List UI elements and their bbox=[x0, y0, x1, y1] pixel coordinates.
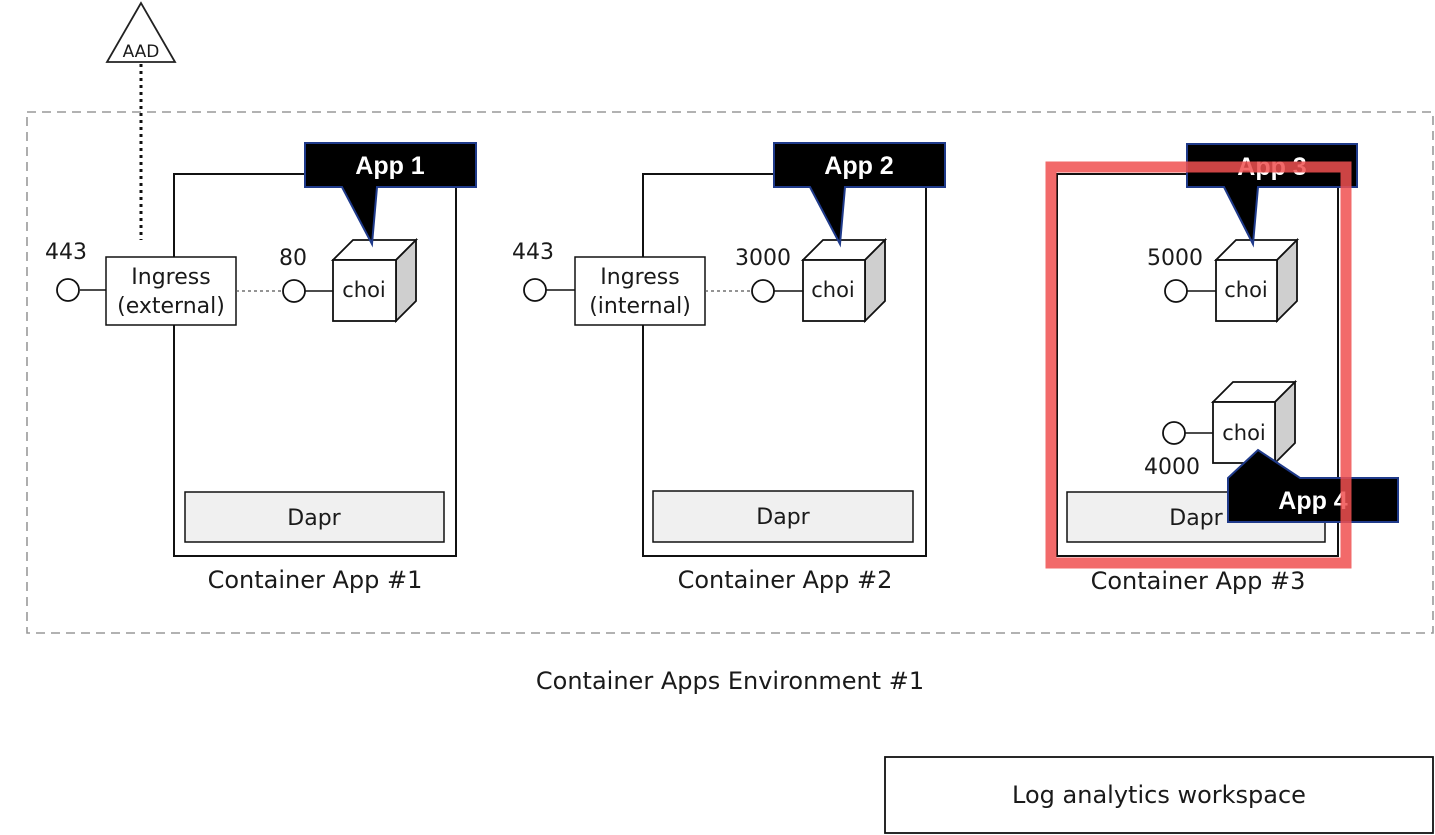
ingress-1-port-label: 443 bbox=[45, 240, 87, 265]
app-3-port-label: 5000 bbox=[1147, 246, 1203, 271]
dapr-label-2: Dapr bbox=[756, 505, 810, 530]
app-4-port-label: 4000 bbox=[1144, 455, 1200, 480]
ingress-2-box bbox=[574, 256, 706, 326]
callout-app-4-label: App 4 bbox=[1278, 487, 1348, 515]
callout-app-4 bbox=[1227, 448, 1399, 523]
log-analytics-box bbox=[884, 756, 1434, 834]
highlight-frame bbox=[1045, 161, 1352, 569]
dapr-box-2 bbox=[652, 490, 914, 543]
app-2-port-label: 3000 bbox=[735, 246, 791, 271]
cube-2-label: choi bbox=[811, 278, 855, 302]
ingress-1-line1: Ingress bbox=[131, 265, 210, 290]
callout-app-1 bbox=[304, 142, 477, 248]
cube-1-front bbox=[332, 259, 397, 322]
dapr-label-1: Dapr bbox=[287, 506, 341, 531]
environment-label: Container Apps Environment #1 bbox=[536, 667, 924, 695]
dapr-box-1 bbox=[184, 491, 445, 543]
container-app-3-label: Container App #3 bbox=[1091, 567, 1306, 595]
container-app-2: Dapr Container App #2 443 Ingress (inter… bbox=[512, 142, 946, 594]
callout-app-2 bbox=[773, 142, 946, 248]
cube-4-front bbox=[1212, 401, 1276, 464]
ingress-1-line2: (external) bbox=[117, 294, 225, 319]
app-1-port-label: 80 bbox=[279, 246, 307, 271]
environment-boundary bbox=[26, 111, 1434, 634]
cube-4-label: choi bbox=[1222, 421, 1266, 445]
ingress-2-port bbox=[523, 278, 547, 302]
cube-3-label: choi bbox=[1224, 278, 1268, 302]
app-1-port bbox=[282, 279, 306, 303]
ingress-2-port-label: 443 bbox=[512, 240, 554, 265]
container-app-1-label: Container App #1 bbox=[208, 566, 423, 594]
cube-2-front bbox=[802, 259, 866, 322]
cube-3-front bbox=[1215, 259, 1278, 322]
container-app-2-label: Container App #2 bbox=[678, 566, 893, 594]
ingress-2-line2: (internal) bbox=[589, 294, 691, 319]
app-3-port bbox=[1164, 279, 1188, 303]
container-app-3: Dapr Container App #3 5000 choi 4000 cho… bbox=[1045, 143, 1399, 595]
aad-label: AAD bbox=[123, 42, 160, 62]
ingress-1-port bbox=[56, 278, 80, 302]
callout-app-1-label: App 1 bbox=[355, 152, 425, 180]
log-analytics-label: Log analytics workspace bbox=[1012, 781, 1306, 809]
ingress-2-line1: Ingress bbox=[600, 265, 679, 290]
app-4-port bbox=[1162, 421, 1186, 445]
aad-triangle bbox=[105, 1, 177, 63]
container-app-1: Dapr Container App #1 443 Ingress (exter… bbox=[45, 142, 477, 594]
callout-app-2-label: App 2 bbox=[824, 152, 893, 180]
dapr-label-3: Dapr bbox=[1169, 506, 1223, 531]
app-2-port bbox=[751, 279, 775, 303]
cube-1-label: choi bbox=[342, 278, 386, 302]
